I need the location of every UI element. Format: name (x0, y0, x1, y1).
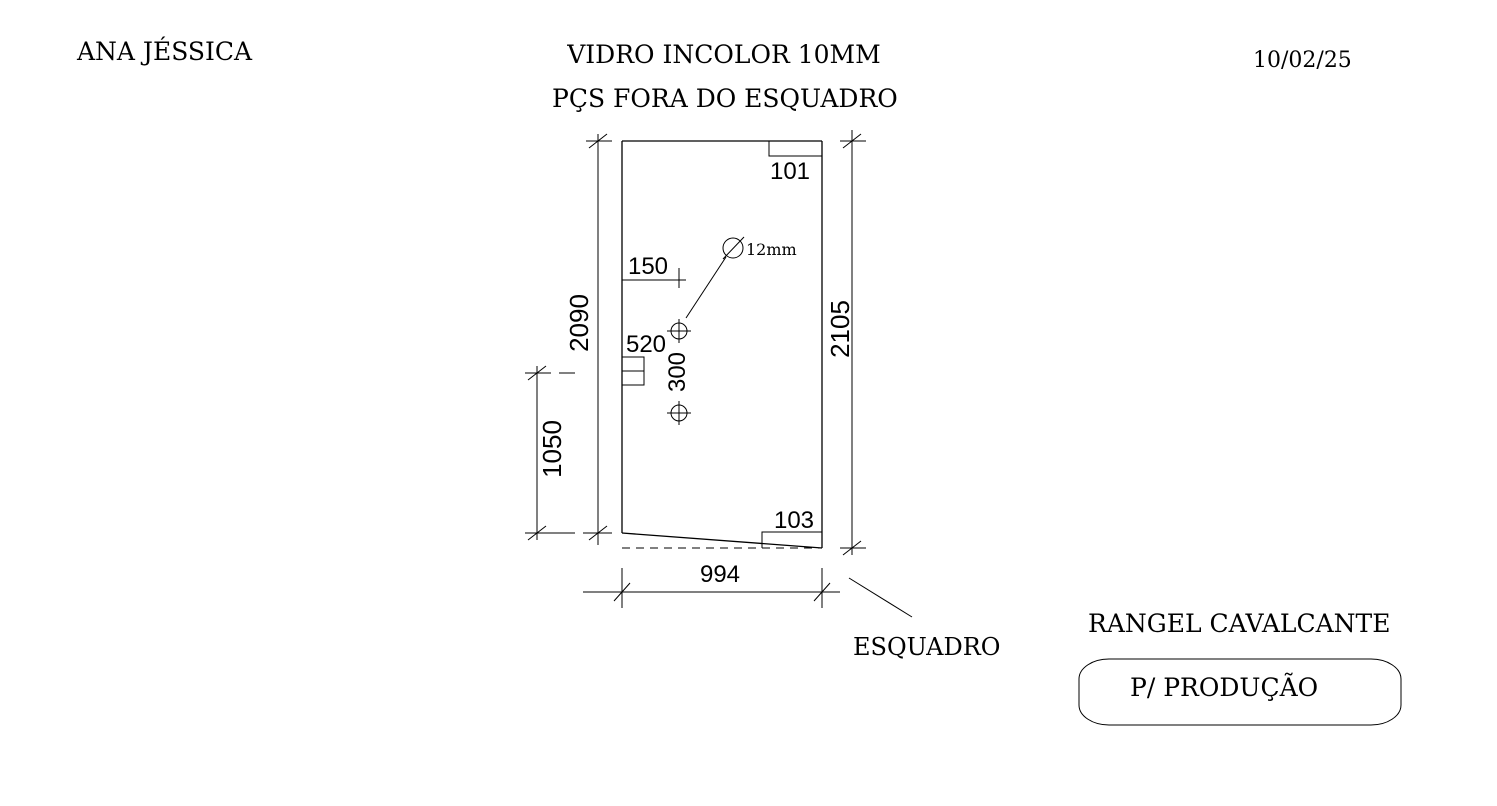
top-right-corner-dimension: 101 (770, 158, 810, 185)
top-right-corner-box (768, 141, 822, 157)
lower-hole (667, 401, 691, 425)
author-name: RANGEL CAVALCANTE (1088, 609, 1390, 638)
square-reference-leader (848, 577, 913, 618)
notch-dimension: 520 (626, 331, 666, 358)
bottom-width-dimension: 994 (700, 561, 740, 588)
bottom-right-corner-dimension: 103 (774, 507, 814, 534)
bottom-width-dimension-line (583, 568, 840, 608)
drawing-date: 10/02/25 (1253, 48, 1352, 73)
material-title: VIDRO INCOLOR 10MM (566, 40, 881, 69)
square-reference-label: ESQUADRO (853, 633, 1000, 661)
lower-left-dimension: 1050 (537, 420, 567, 478)
glass-panel (621, 140, 823, 549)
notch-box (621, 356, 645, 386)
subtitle: PÇS FORA DO ESQUADRO (552, 84, 898, 113)
lower-left-dimension-line (525, 365, 590, 541)
status-label: P/ PRODUÇÃO (1130, 673, 1318, 702)
hole-spacing-dimension: 300 (664, 352, 691, 392)
hole-offset-dimension: 150 (628, 253, 668, 280)
right-height-dimension: 2105 (825, 300, 855, 358)
left-height-dimension: 2090 (564, 294, 594, 352)
left-height-dimension-line (586, 133, 612, 545)
hole-diameter-leader (685, 236, 745, 319)
hole-offset-line (622, 268, 686, 288)
client-name: ANA JÉSSICA (76, 37, 253, 66)
hole-diameter-label: 12mm (746, 240, 797, 259)
bottom-right-corner-box (761, 531, 822, 548)
right-height-dimension-line (840, 130, 866, 556)
status-badge (1078, 658, 1402, 726)
upper-hole (667, 319, 691, 343)
